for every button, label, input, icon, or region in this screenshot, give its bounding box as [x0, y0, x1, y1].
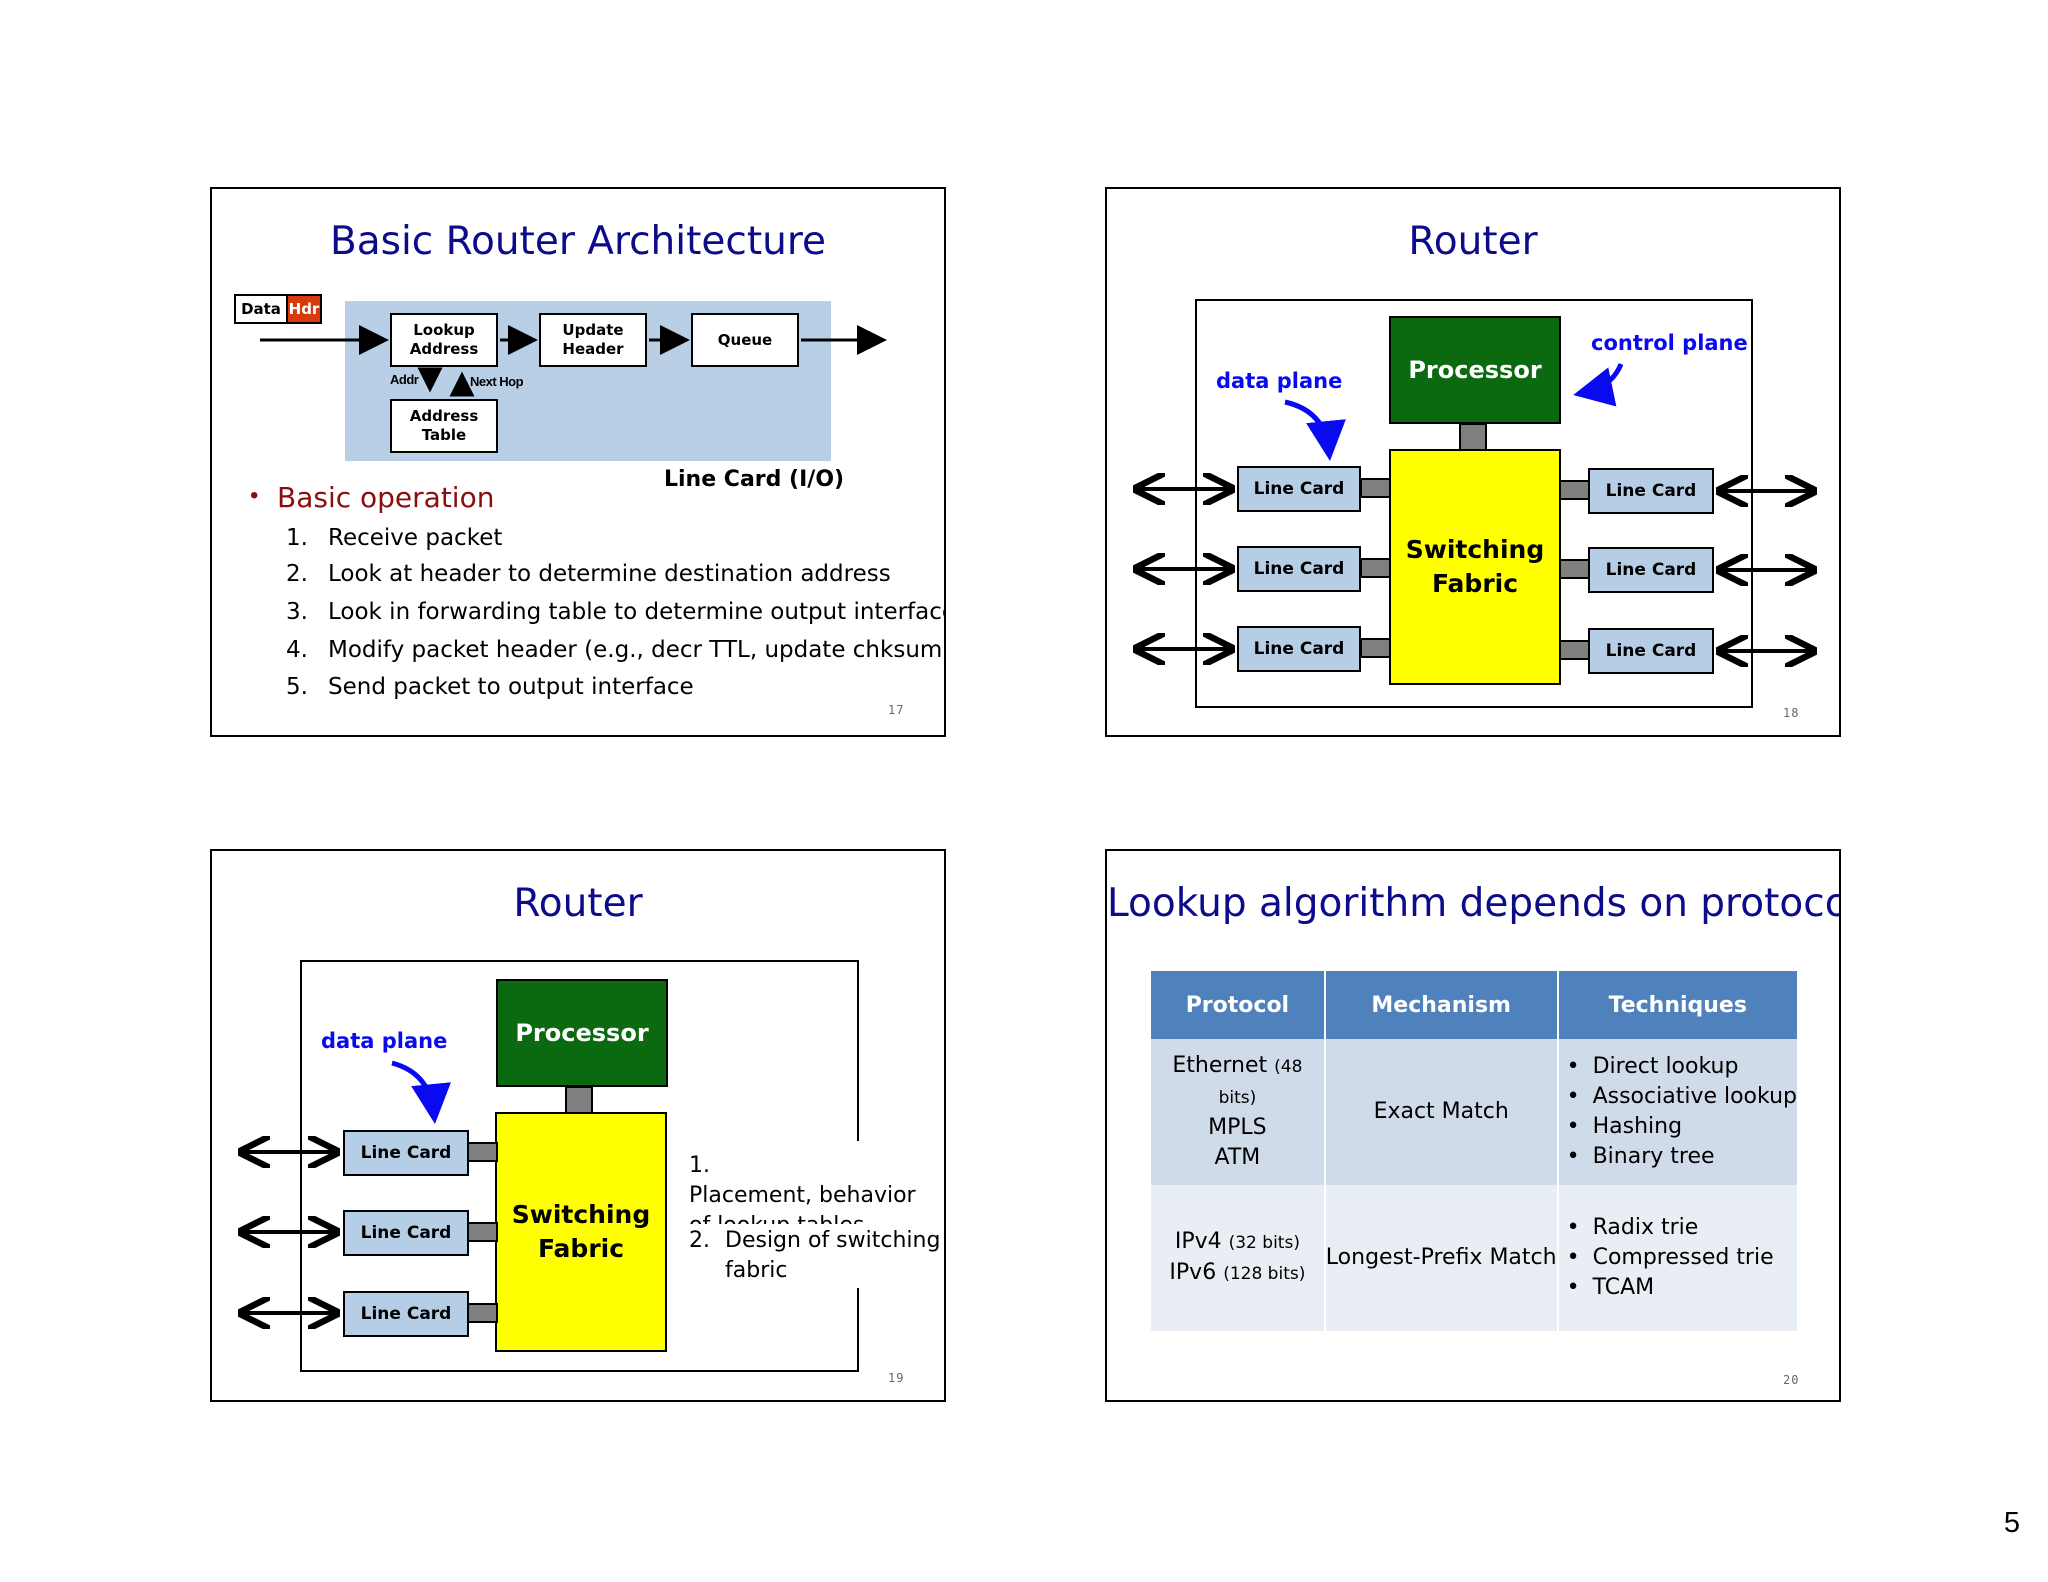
connector-left-3 [1360, 638, 1391, 658]
line-card-3: Line Card [343, 1291, 469, 1337]
mechanism-cell: Longest-Prefix Match [1324, 1185, 1559, 1331]
protocol-mpls: MPLS [1208, 1115, 1267, 1140]
update-header-box: Update Header [539, 313, 647, 367]
control-plane-label: control plane [1591, 331, 1748, 355]
packet-hdr: Hdr [286, 294, 322, 324]
slide-router-design: Router Processor Switching Fabric Line C… [210, 849, 946, 1402]
list-item: Direct lookup [1559, 1052, 1797, 1082]
line-card-right-2: Line Card [1588, 547, 1714, 593]
step-5: 5.Send packet to output interface [286, 674, 694, 700]
line-card-caption: Line Card (I/O) [664, 467, 845, 492]
router-frame-and-arrows [212, 960, 859, 1372]
step-4: 4.Modify packet header (e.g., decr TTL, … [286, 637, 946, 663]
protocol-ipv6: IPv6 (128 bits) [1169, 1260, 1306, 1285]
page-number: 5 [2003, 1507, 2020, 1539]
processor-box: Processor [496, 979, 668, 1087]
bullet-icon: • [250, 482, 259, 509]
techniques-cell: Direct lookup Associative lookup Hashing… [1557, 1039, 1797, 1185]
step-3: 3.Look in forwarding table to determine … [286, 599, 946, 625]
lookup-address-box: Lookup Address [390, 313, 498, 367]
line-card-2: Line Card [343, 1210, 469, 1256]
processor-box: Processor [1389, 316, 1561, 424]
protocol-ipv4: IPv4 (32 bits) [1174, 1229, 1300, 1254]
router-flow-arrows [260, 325, 887, 397]
processor-connector [565, 1086, 593, 1114]
slide-basic-router-architecture: Basic Router Architecture Data Hdr Looku… [210, 187, 946, 737]
list-item: Binary tree [1559, 1142, 1797, 1172]
table-row: IPv4 (32 bits) IPv6 (128 bits) Longest-P… [1151, 1185, 1797, 1331]
connector-3 [467, 1303, 498, 1323]
bullet-basic-operation: Basic operation [277, 481, 495, 514]
slide-title: Basic Router Architecture [329, 219, 827, 264]
protocol-cell: Ethernet (48 bits) MPLS ATM [1151, 1039, 1326, 1185]
connector-left-2 [1360, 558, 1391, 578]
slide-number: 19 [888, 1371, 905, 1385]
protocol-atm: ATM [1214, 1145, 1261, 1170]
mechanism-cell: Exact Match [1324, 1039, 1559, 1185]
line-card-right-1: Line Card [1588, 468, 1714, 514]
connector-2 [467, 1222, 498, 1242]
table-row: Ethernet (48 bits) MPLS ATM Exact Match … [1151, 1039, 1797, 1185]
packet-data: Data [234, 294, 288, 324]
protocol-ethernet: Ethernet (48 bits) [1172, 1053, 1303, 1108]
slide-number: 17 [888, 703, 905, 717]
switching-fabric-box: Switching Fabric [495, 1112, 667, 1352]
list-item: Associative lookup [1559, 1082, 1797, 1112]
address-table-box: Address Table [390, 399, 498, 453]
design-item-1-num: 1. [689, 1153, 710, 1178]
step-2: 2.Look at header to determine destinatio… [286, 561, 891, 587]
design-item-2-num: 2. [689, 1228, 710, 1253]
addr-label: Addr [390, 372, 419, 387]
list-item: Hashing [1559, 1112, 1797, 1142]
line-card-left-1: Line Card [1237, 466, 1361, 512]
slide-lookup-algorithm: Lookup algorithm depends on protocol Pro… [1105, 849, 1841, 1402]
techniques-cell: Radix trie Compressed trie TCAM [1557, 1185, 1797, 1331]
connector-1 [467, 1142, 498, 1162]
header-techniques: Techniques [1557, 971, 1797, 1039]
processor-connector [1459, 423, 1487, 451]
slide-title: Lookup algorithm depends on protocol [1107, 881, 1841, 926]
line-card-left-2: Line Card [1237, 546, 1361, 592]
data-plane-label: data plane [1216, 369, 1343, 393]
connector-right-2 [1559, 559, 1590, 579]
slide-router-control-plane: Router Processor Switching Fabric Line C… [1105, 187, 1841, 737]
list-item: Compressed trie [1559, 1243, 1797, 1273]
router-io-arrows [1107, 362, 1841, 737]
queue-box: Queue [691, 313, 799, 367]
slide-number: 18 [1783, 706, 1800, 720]
slide-number: 20 [1783, 1373, 1800, 1387]
next-hop-label: Next Hop [470, 374, 524, 389]
connector-right-1 [1559, 480, 1590, 500]
connector-left-1 [1360, 478, 1391, 498]
line-card-1: Line Card [343, 1130, 469, 1176]
list-item: Radix trie [1559, 1213, 1797, 1243]
step-1: 1.Receive packet [286, 525, 503, 551]
slide-title: Router [513, 881, 643, 926]
design-item-2-text: Design of switching fabric [725, 1228, 941, 1283]
table-header-row: Protocol Mechanism Techniques [1151, 971, 1797, 1039]
slide-title: Router [1408, 219, 1538, 264]
protocol-cell: IPv4 (32 bits) IPv6 (128 bits) [1151, 1185, 1326, 1331]
list-item: TCAM [1559, 1273, 1797, 1303]
line-card-left-3: Line Card [1237, 626, 1361, 672]
design-item-2: 2. Design of switching fabric [689, 1224, 941, 1288]
header-protocol: Protocol [1151, 971, 1326, 1039]
header-mechanism: Mechanism [1324, 971, 1559, 1039]
lookup-table: Protocol Mechanism Techniques Ethernet (… [1151, 971, 1797, 1331]
connector-right-3 [1559, 640, 1590, 660]
data-plane-label: data plane [321, 1029, 448, 1053]
line-card-right-3: Line Card [1588, 628, 1714, 674]
switching-fabric-box: Switching Fabric [1389, 449, 1561, 685]
